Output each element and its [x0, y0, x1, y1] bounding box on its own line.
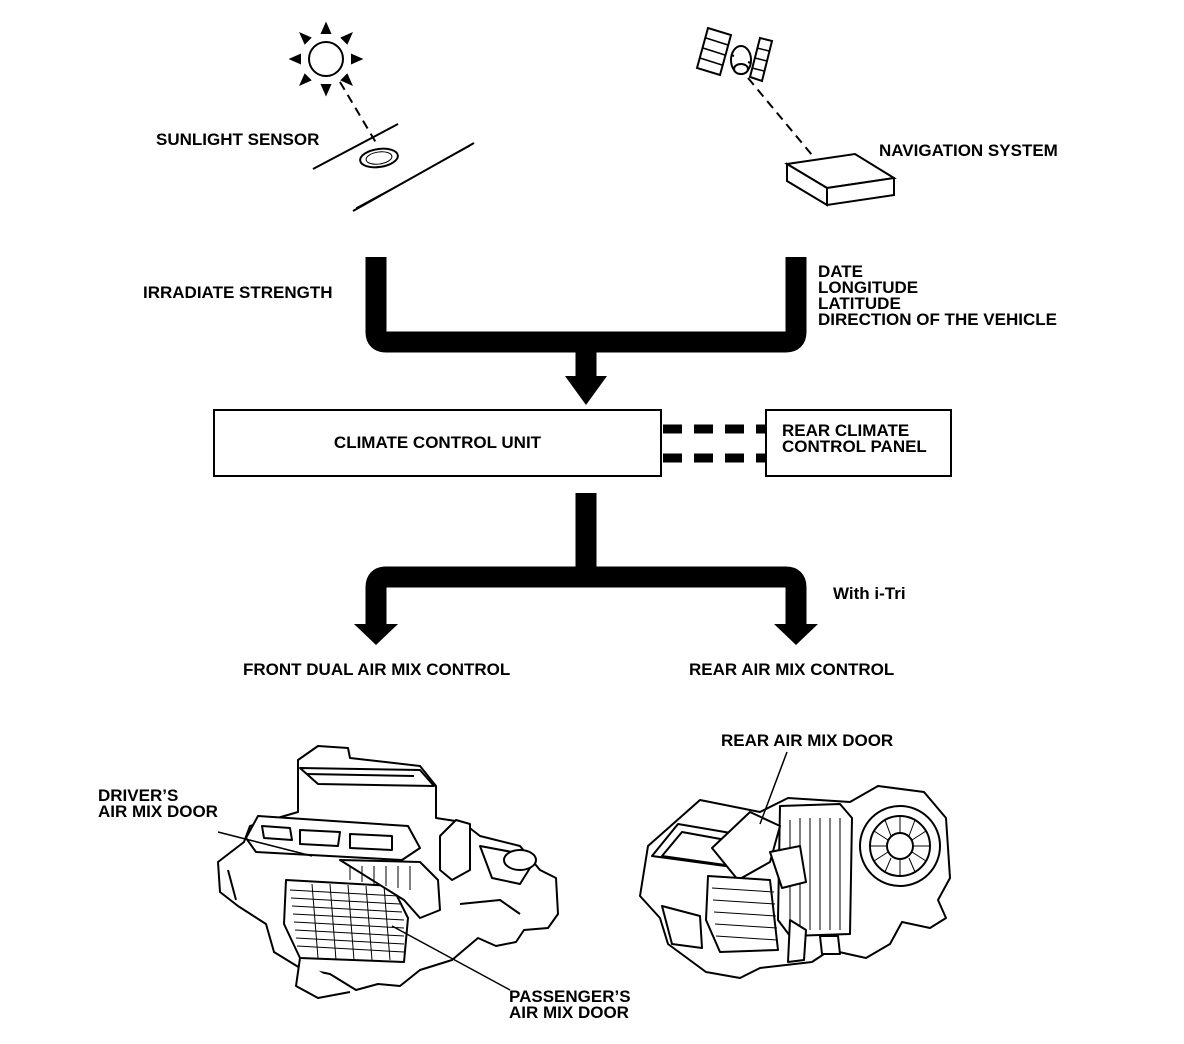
passengers-door-leader-line — [391, 925, 511, 991]
rear-air-mix-control-label: REAR AIR MIX CONTROL — [689, 660, 895, 679]
sunlight-sensor-icon — [312, 123, 475, 212]
rear-hvac-unit-icon — [639, 785, 951, 979]
navigation-unit-icon — [784, 152, 897, 207]
sun-icon — [288, 21, 364, 97]
nav-latitude-label: LATITUDE — [818, 294, 901, 313]
rear-air-mix-door-label: REAR AIR MIX DOOR — [721, 731, 894, 750]
output-flow-arrows — [365, 493, 807, 625]
passengers-door-label-line2: AIR MIX DOOR — [509, 1003, 629, 1022]
sun-ray-dashed-line — [339, 81, 379, 147]
drivers-door-leader-line — [217, 831, 313, 857]
with-itri-label: With i-Tri — [833, 584, 906, 603]
irradiate-strength-label: IRRADIATE STRENGTH — [143, 283, 333, 302]
satellite-signal-dashed-line — [747, 77, 813, 156]
nav-date-label: DATE — [818, 262, 864, 281]
rear-panel-dashed-connectors — [663, 424, 766, 463]
rear-panel-label-line2: CONTROL PANEL — [782, 437, 927, 456]
rear-climate-control-panel-box — [765, 409, 952, 477]
front-dual-air-mix-label: FRONT DUAL AIR MIX CONTROL — [243, 660, 511, 679]
arrow-to-climate-unit — [565, 376, 607, 405]
navigation-system-label: NAVIGATION SYSTEM — [879, 141, 1058, 160]
drivers-door-label-line1: DRIVER’S — [98, 786, 179, 805]
nav-longitude-label: LONGITUDE — [818, 278, 919, 297]
nav-direction-label: DIRECTION OF THE VEHICLE — [818, 310, 1057, 329]
drivers-door-label-line2: AIR MIX DOOR — [98, 802, 218, 821]
front-hvac-unit-icon — [217, 745, 559, 999]
input-flow-arrows — [365, 257, 807, 378]
arrow-to-rear-air-mix — [774, 624, 818, 645]
passengers-door-label-line1: PASSENGER’S — [509, 987, 631, 1006]
satellite-icon — [695, 26, 774, 83]
sunlight-sensor-label: SUNLIGHT SENSOR — [156, 130, 320, 149]
rear-panel-label-line1: REAR CLIMATE — [782, 421, 910, 440]
climate-control-unit-label: CLIMATE CONTROL UNIT — [333, 433, 542, 452]
rear-door-leader-line — [759, 751, 788, 825]
arrow-to-front-dual-air-mix — [354, 624, 398, 645]
climate-control-unit-box — [213, 409, 662, 477]
